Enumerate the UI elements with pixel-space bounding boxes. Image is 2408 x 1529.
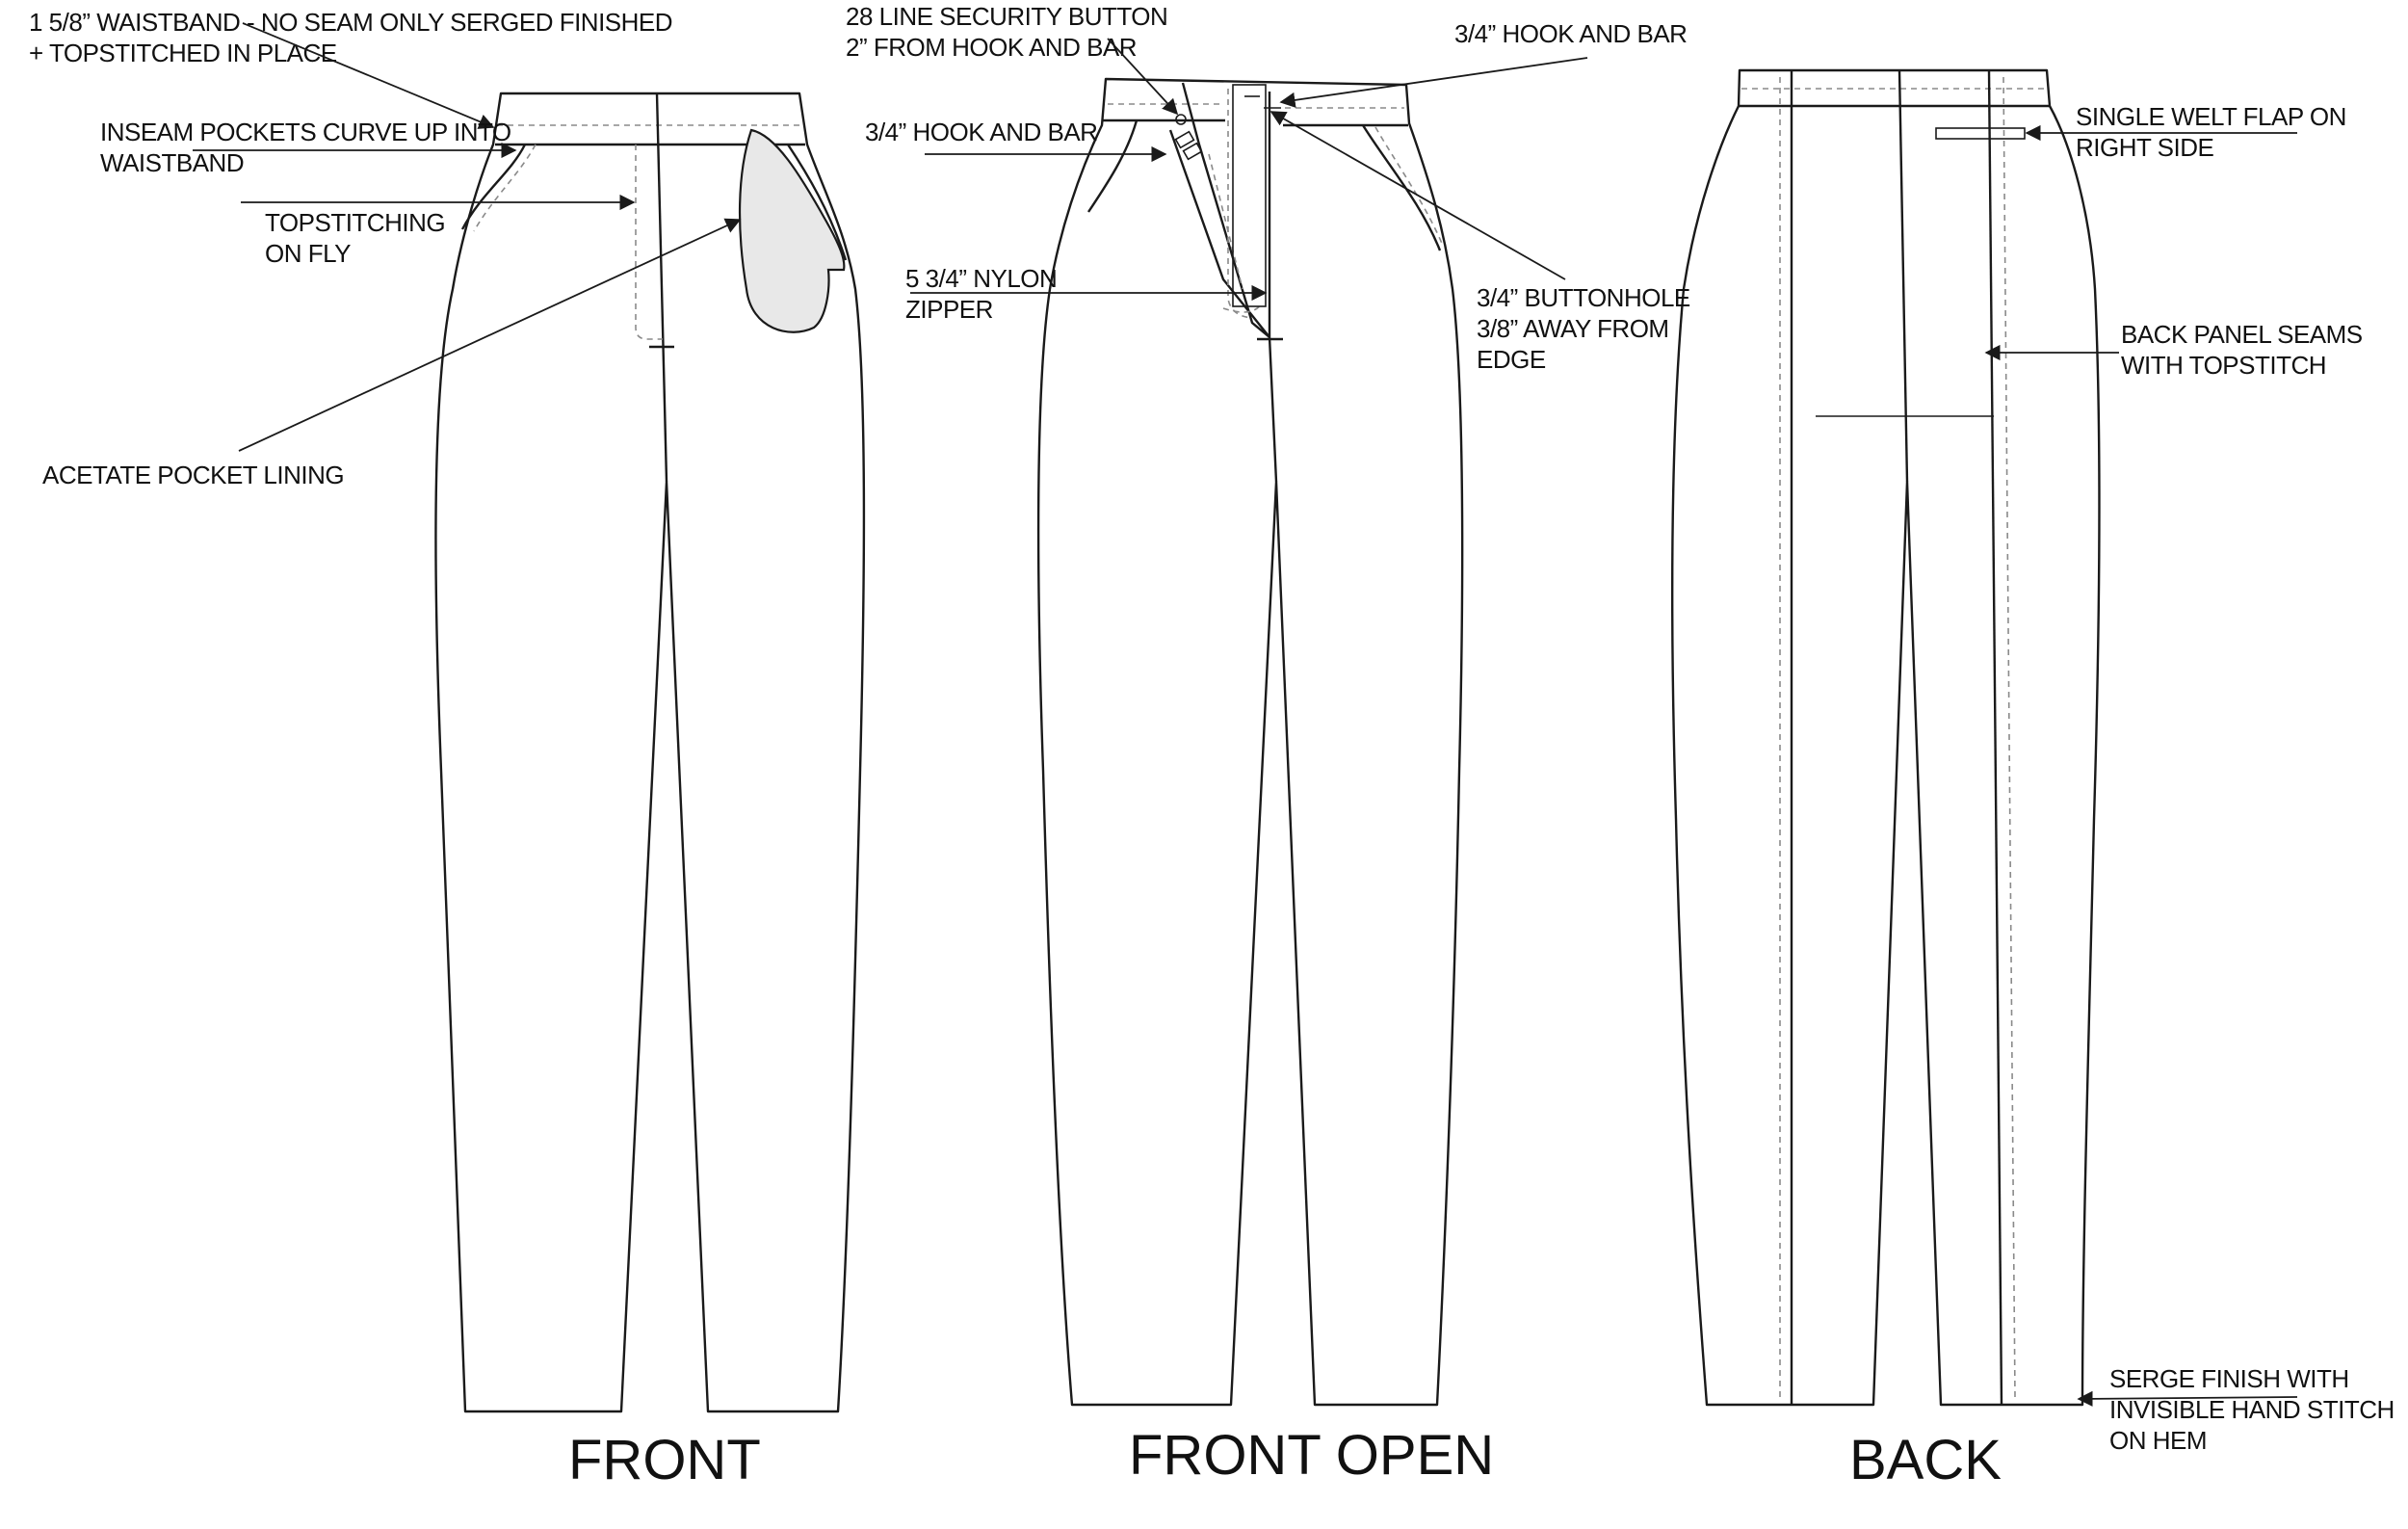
front-open-right-pocket-edge [1361, 124, 1442, 251]
callout-waistband-line1: 1 5/8” WAISTBAND - NO SEAM ONLY SERGED F… [29, 8, 672, 37]
callout-welt-flap: SINGLE WELT FLAP ON RIGHT SIDE [2025, 102, 2346, 162]
open-fly-left-facing [1168, 129, 1270, 338]
front-right-pocket-edge [787, 144, 848, 261]
callout-pocket-lining-line1: ACETATE POCKET LINING [42, 461, 344, 489]
callout-waistband: 1 5/8” WAISTBAND - NO SEAM ONLY SERGED F… [29, 8, 673, 129]
callout-buttonhole: 3/4” BUTTONHOLE 3/8” AWAY FROM EDGE [1269, 111, 1690, 374]
callout-back-seams-line1: BACK PANEL SEAMS [2121, 320, 2363, 349]
acetate-pocket-lining [738, 128, 846, 333]
front-fly-topstitch [635, 145, 663, 340]
back-view: BACK [1671, 68, 2101, 1491]
callout-topstitching-fly: TOPSTITCHING ON FLY [241, 194, 636, 268]
callout-welt-flap-line1: SINGLE WELT FLAP ON [2076, 102, 2346, 131]
front-open-pants-outline [1036, 77, 1464, 1407]
callout-back-seams: BACK PANEL SEAMS WITH TOPSTITCH [1984, 320, 2363, 380]
callout-zipper-line1: 5 3/4” NYLON [905, 264, 1057, 293]
front-open-view: FRONT OPEN [1036, 77, 1494, 1487]
front-center-seam [655, 92, 668, 483]
fly-shield-panel [1232, 84, 1267, 307]
callout-hem: SERGE FINISH WITH INVISIBLE HAND STITCH … [2077, 1364, 2395, 1455]
callout-topstitching-fly-line2: ON FLY [265, 239, 351, 268]
callout-hook-bar-right-leader [1279, 57, 1588, 108]
callout-buttonhole-line3: EDGE [1477, 345, 1546, 374]
front-open-view-title: FRONT OPEN [1129, 1424, 1494, 1487]
front-open-center-seam [1268, 336, 1278, 483]
callout-buttonhole-line2: 3/8” AWAY FROM [1477, 314, 1669, 343]
callout-hem-line2: INVISIBLE HAND STITCH [2109, 1395, 2395, 1424]
callout-pocket-lining-leader [238, 218, 742, 452]
back-right-panel-topstitch [2002, 76, 2016, 1398]
callout-buttonhole-line1: 3/4” BUTTONHOLE [1477, 283, 1690, 312]
callout-hook-bar-right-line1: 3/4” HOOK AND BAR [1454, 19, 1687, 48]
callout-inseam-pockets: INSEAM POCKETS CURVE UP INTO WAISTBAND [100, 118, 517, 177]
callout-hook-bar-right: 3/4” HOOK AND BAR [1279, 19, 1688, 108]
security-button [1175, 114, 1187, 125]
open-fly-left-flap [1181, 82, 1270, 338]
callout-hem-leader [2077, 1390, 2298, 1407]
callout-security-button-line2: 2” FROM HOOK AND BAR [846, 33, 1137, 62]
callout-hook-bar-left-line1: 3/4” HOOK AND BAR [865, 118, 1097, 146]
callout-security-button: 28 LINE SECURITY BUTTON 2” FROM HOOK AND… [846, 2, 1179, 116]
callout-topstitching-fly-line1: TOPSTITCHING [265, 208, 445, 237]
front-pants-outline [434, 92, 866, 1413]
callout-inseam-pockets-line1: INSEAM POCKETS CURVE UP INTO [100, 118, 511, 146]
callout-hook-bar-left: 3/4” HOOK AND BAR [865, 118, 1167, 163]
callout-zipper-line2: ZIPPER [905, 295, 993, 324]
open-fly-left-facing-stitch [1208, 153, 1263, 313]
front-open-right-pocket-stitch [1374, 126, 1444, 247]
callout-inseam-pockets-line2: WAISTBAND [100, 148, 244, 177]
back-view-title: BACK [1849, 1429, 2002, 1491]
callout-waistband-leader [242, 22, 495, 129]
front-view-title: FRONT [568, 1429, 761, 1491]
back-center-seam [1898, 69, 1909, 483]
callout-welt-flap-line2: RIGHT SIDE [2076, 133, 2213, 162]
front-left-pocket-edge [460, 144, 527, 230]
back-pants-outline [1671, 68, 2101, 1407]
front-view: FRONT [434, 92, 866, 1491]
callout-zipper: 5 3/4” NYLON ZIPPER [905, 264, 1268, 324]
callout-security-button-line1: 28 LINE SECURITY BUTTON [846, 2, 1167, 31]
hook-and-bar-hook [1174, 130, 1203, 161]
back-right-panel-seam [1987, 69, 2003, 1406]
single-welt-flap [1935, 127, 2026, 140]
front-open-left-pocket-edge [1087, 119, 1139, 213]
callout-buttonhole-leader [1269, 111, 1566, 280]
fly-shield-topstitch [1227, 89, 1253, 319]
callout-security-button-leader [1107, 38, 1179, 116]
callout-hem-line1: SERGE FINISH WITH [2109, 1364, 2349, 1393]
callout-waistband-line2: + TOPSTITCHED IN PLACE [29, 39, 337, 67]
callout-back-seams-line2: WITH TOPSTITCH [2121, 351, 2326, 380]
callout-hem-line3: ON HEM [2109, 1426, 2207, 1455]
callout-pocket-lining: ACETATE POCKET LINING [42, 218, 742, 489]
